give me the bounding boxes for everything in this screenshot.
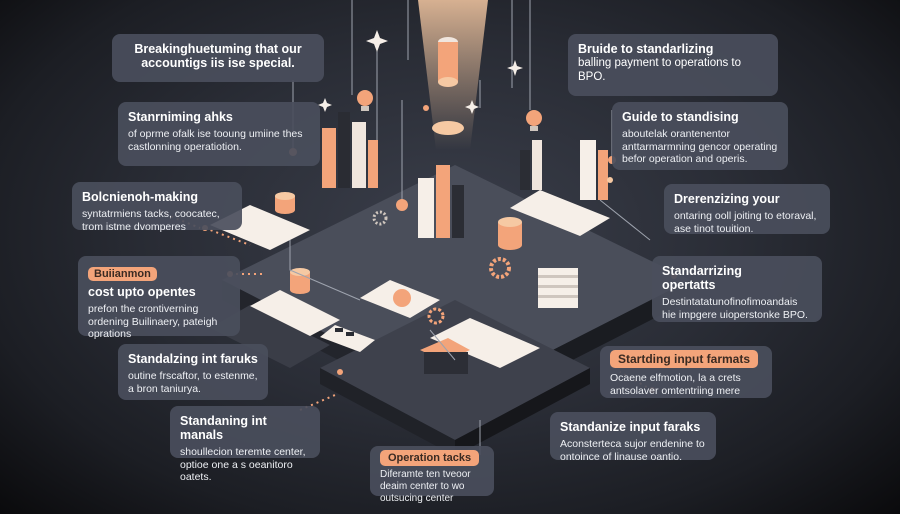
card-title: Bruide to standarlizing [578,42,714,56]
card-title-2: opertatts [662,278,716,292]
card-standalizing-int: Standalzing int faruks outine frscaftor,… [118,344,268,400]
card-body: syntatrmiens tacks, coocatec, trom istme… [82,208,220,233]
card-title: Drerenzizing your [674,192,780,206]
card-body: accountigs iis ise special. [141,56,295,70]
card-title: cost upto opentes [88,285,196,299]
server-stack [538,268,578,308]
sparkle-icon [318,30,523,114]
card-body: Ocaene elfmotion, la a crets antsolaver … [610,372,741,397]
card-title: Standarrizing [662,264,742,278]
center-blocks [418,165,464,238]
card-title: Breakinghuetuming that our [134,42,302,56]
card-operation-tacks: Operation tacks Diferamte ten tveoor dea… [370,446,494,504]
card-guide-standising: Guide to standising aboutelak orantenent… [612,102,788,170]
card-cost-operates: Buiianmon cost upto opentes prefon the c… [78,256,240,340]
coin-stacks [275,37,522,294]
card-standaning-manals: Standaning int manals shoullecion teremt… [170,406,320,483]
bar-chart-right [520,140,608,200]
card-title: Standalzing int faruks [128,352,258,366]
card-body: Destintatatunofinofimoandais hie impgere… [662,296,808,321]
lightbulb-icon [357,90,542,131]
gear-icon [489,257,511,279]
gear-icon [427,307,445,325]
card-body: outine frscaftor, to estenme, a bron tan… [128,370,258,395]
card-title: Standanize input faraks [560,420,701,434]
card-title: Standaning int manals [180,414,267,442]
card-body: shoullecion teremte center, optioe one a… [180,446,306,483]
card-body: balling payment to operations to BPO. [578,57,742,83]
card-tag: Startding input farmats [610,350,759,368]
card-streamlining: Stanrniming ahks of oprme ofalk ise toou… [118,102,320,166]
card-title: Guide to standising [622,110,739,124]
card-tag: Operation tacks [380,450,480,466]
card-body: Aconsterteca sujor endenine to ontoince … [560,438,705,463]
card-drerenzizing: Drerenzizing your ontaring ooll joiting … [664,184,830,235]
document-tile [250,290,340,336]
card-guide-bpo: Bruide to standarlizing balling payment … [568,34,778,96]
bar-chart-left [322,112,378,188]
card-tag: Buiianmon [88,267,157,281]
dollar-coin-icon [432,121,464,135]
card-title: Bolcnienoh-making [82,190,198,204]
card-input-formats: Startding input farmats Ocaene elfmotion… [600,346,772,398]
card-standardizing-operations: Standarrizing opertatts Destintatatunofi… [652,256,822,322]
gear-icon [372,210,388,226]
card-breaking: Breakinghuetuming that our accountigs ii… [112,34,324,82]
card-body: prefon the crontiverning ordening Builin… [88,303,218,340]
card-decision-making: Bolcnienoh-making syntatrmiens tacks, co… [72,182,242,233]
card-body: of oprme ofalk ise tooung umiine thes ca… [128,128,303,153]
card-standanize-input: Standanize input faraks Aconsterteca suj… [550,412,716,463]
card-body: aboutelak orantenentor anttarmarmning ge… [622,128,778,165]
card-title: Stanrniming ahks [128,110,233,124]
calculator-icon [320,325,375,352]
card-body: Diferamte ten tveoor deaim center to wo … [380,469,471,504]
card-body: ontaring ooll joiting to etoraval, ase t… [674,210,817,235]
